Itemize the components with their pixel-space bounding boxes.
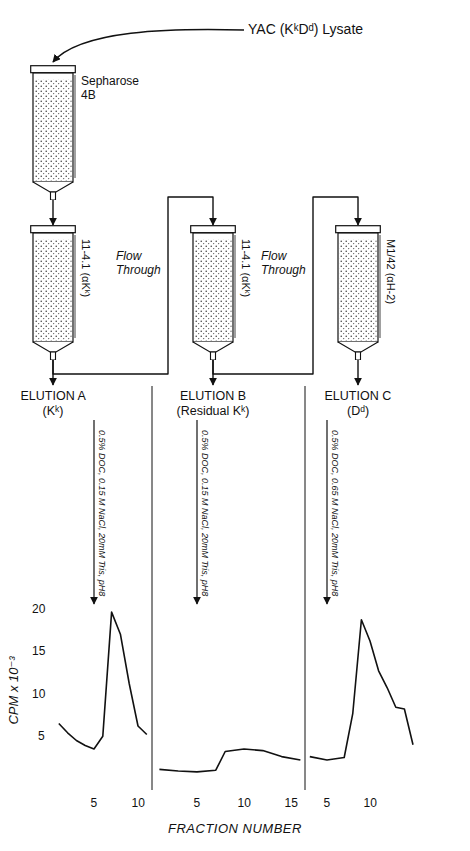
panel-separator [152, 386, 153, 790]
elution-arrow [357, 360, 358, 385]
tick-label: 20 [32, 603, 45, 617]
tick-label: 5 [324, 797, 331, 811]
buffer-note: 0.5% DOC, 0.15 M NaCl, 20mM Tris, pH8 [200, 430, 210, 596]
column-label: Sepharose 4B [81, 75, 139, 103]
buffer-arrow [93, 420, 94, 604]
chromatography-column: 11-4.1 (αKᵏ) [30, 225, 76, 360]
buffer-arrow [196, 420, 197, 604]
tick-label: 10 [32, 688, 45, 702]
elution-curve [59, 612, 147, 749]
source-label: YAC (KᵏDᵈ) Lysate [248, 21, 363, 37]
column-label: 11-4.1 (αKᵏ) [79, 239, 92, 297]
elution-title: ELUTION A [21, 389, 86, 403]
buffer-note: 0.5% DOC, 0.15 M NaCl, 20mM Tris, pH8 [97, 430, 107, 596]
buffer-arrow [326, 420, 327, 604]
elution-title: ELUTION B [180, 389, 246, 403]
tick-label: 15 [285, 797, 298, 811]
tick-label: 5 [194, 797, 201, 811]
tick-label: 5 [91, 797, 98, 811]
panel-separator [305, 386, 306, 790]
elution-curve [159, 749, 300, 772]
chromatography-column: M1/42 (αH-2) [335, 225, 381, 360]
elution-title: ELUTION C [325, 389, 392, 403]
tick-label: 10 [238, 797, 251, 811]
tick-label: 10 [132, 797, 145, 811]
elution-antigen: (Kᵏ) [43, 404, 64, 418]
elution-antigen: (Residual Kᵏ) [177, 404, 250, 418]
column-outline [335, 225, 381, 360]
tick-label: 15 [32, 645, 45, 659]
axis-title: CPM x 10⁻³ [7, 656, 22, 724]
edge-label: Flow Through [115, 250, 162, 278]
flow-connector [53, 197, 213, 374]
column-label: M1/42 (αH-2) [384, 239, 397, 304]
edge-label: Flow Through [260, 250, 307, 278]
column-outline [30, 225, 76, 360]
column-outline [190, 225, 236, 360]
axis-title: FRACTION NUMBER [168, 822, 302, 837]
flow-connector [213, 197, 358, 374]
chromatography-column: Sepharose 4B [30, 65, 76, 200]
elution-curve [310, 620, 413, 760]
elution-antigen: (Dᵈ) [347, 404, 369, 418]
feed-arrow [53, 29, 244, 62]
column-outline [30, 65, 76, 200]
buffer-note: 0.5% DOC, 0.65 M NaCl, 20mM Tris, pH8 [330, 430, 340, 596]
tick-label: 10 [364, 797, 377, 811]
flow-connector [52, 200, 53, 225]
column-label: 11-4.1 (αKᵏ) [239, 239, 252, 297]
chromatography-column: 11-4.1 (αKᵏ) [190, 225, 236, 360]
tick-label: 5 [38, 730, 45, 744]
